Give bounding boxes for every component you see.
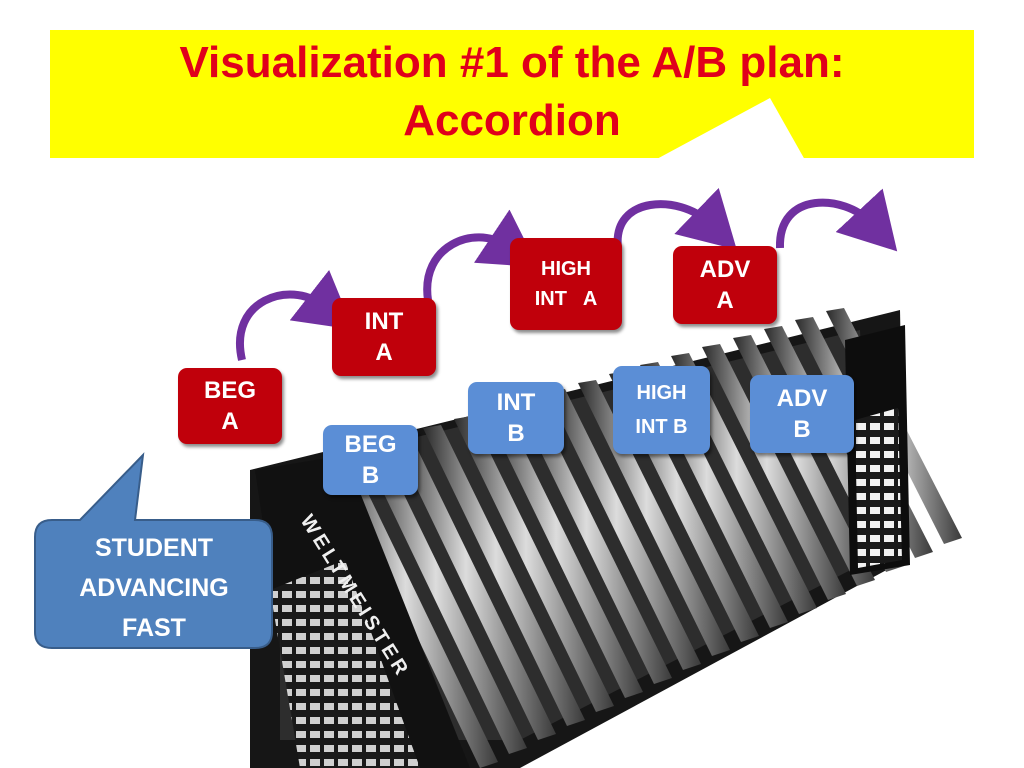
title-line-1: Visualization #1 of the A/B plan:: [179, 38, 845, 87]
title-banner: [50, 30, 974, 158]
title-line-2: Accordion: [403, 96, 621, 145]
bellows-rib: [485, 407, 643, 698]
callout-line-2: ADVANCING: [79, 574, 229, 602]
level-label: HIGH: [636, 382, 687, 404]
level-box-int-a: INT A: [332, 298, 436, 376]
level-track: B: [793, 416, 811, 443]
level-label: ADV: [699, 256, 751, 283]
callout-line-1: STUDENT: [94, 534, 214, 562]
level-box-int-b: INT B: [468, 382, 564, 454]
callout-bubble: [34, 452, 273, 649]
level-label: BEG: [344, 431, 397, 458]
level-label: ADV: [776, 385, 828, 412]
progress-arrow-3: [613, 187, 737, 250]
level-label: HIGH: [541, 258, 591, 280]
level-track: B: [507, 420, 525, 447]
callout-line-3: FAST: [122, 614, 186, 642]
bellows-rib: [454, 416, 614, 712]
callout-text: STUDENT ADVANCING FAST: [40, 528, 268, 648]
level-label: BEG: [203, 377, 256, 404]
bellows-rib: [702, 344, 846, 600]
level-track: B: [361, 462, 380, 489]
progress-arrow-2: [423, 209, 539, 301]
level-track: A: [221, 408, 239, 435]
level-box-adv-b: ADV B: [750, 375, 854, 453]
level-label: INT: [496, 389, 536, 416]
level-box-beg-b: BEG B: [323, 425, 418, 495]
level-track: INT A: [534, 288, 598, 310]
level-track: INT B: [635, 416, 688, 438]
bellows-rib: [547, 389, 701, 670]
level-box-beg-a: BEG A: [178, 368, 282, 444]
level-box-high-int-b: HIGH INT B: [613, 366, 710, 454]
bellows-rib: [423, 425, 585, 726]
bellows-rib: [361, 443, 527, 754]
progress-arrow-4: [775, 188, 898, 252]
level-label: INT: [364, 308, 404, 335]
page-title: Visualization #1 of the A/B plan: Accord…: [50, 34, 974, 150]
bellows-rib: [516, 398, 672, 684]
level-track: A: [716, 287, 734, 314]
level-box-high-int-a: HIGH INT A: [510, 238, 622, 330]
bellows-rib: [392, 434, 556, 740]
level-track: A: [375, 339, 393, 366]
level-box-adv-a: ADV A: [673, 246, 777, 324]
progress-arrow-1: [236, 269, 354, 361]
left-keyboard: [255, 455, 470, 768]
right-keyboard: [845, 325, 910, 575]
